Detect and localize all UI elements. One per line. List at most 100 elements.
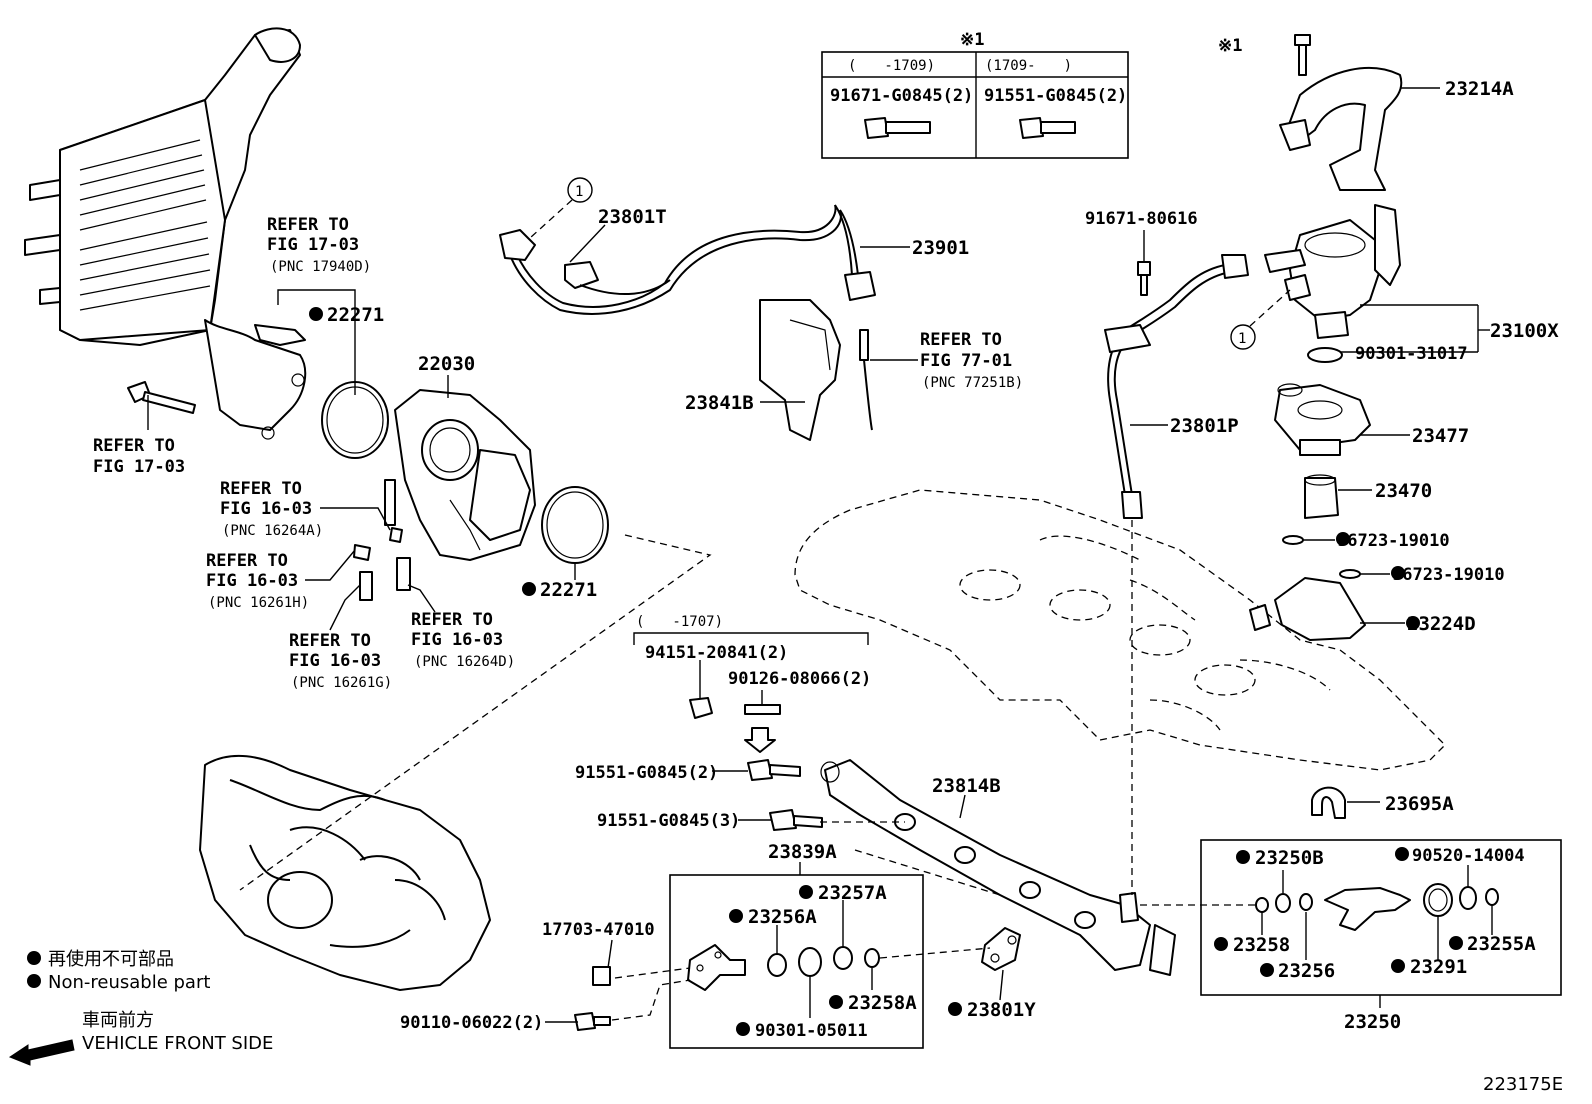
label-23250B: 23250B xyxy=(1255,847,1324,869)
gasket-23224D xyxy=(1274,577,1366,641)
front-jp: 車両前方 xyxy=(82,1010,154,1031)
label-23814B: 23814B xyxy=(932,775,1001,797)
svg-text:REFER TO: REFER TO xyxy=(206,551,288,571)
bracket-23841B xyxy=(759,299,873,441)
lifter-23470 xyxy=(1304,474,1339,519)
svg-text:REFER TO: REFER TO xyxy=(93,436,175,456)
legend-jp: 再使用不可部品 xyxy=(48,949,174,970)
label-23256: 23256 xyxy=(1278,960,1335,982)
svg-text:REFER TO: REFER TO xyxy=(920,330,1002,350)
svg-text:(PNC 77251B): (PNC 77251B) xyxy=(922,375,1023,391)
bolt-table xyxy=(821,51,1129,159)
clip-23695A xyxy=(1311,786,1346,819)
bolt-91551-2 xyxy=(747,759,801,781)
wire-harness-23801T-23901 xyxy=(499,204,876,315)
circle-1b-label: 1 xyxy=(1238,331,1246,347)
bolt-90110 xyxy=(574,1012,611,1031)
figure-id: 223175E xyxy=(1483,1074,1563,1095)
svg-text:REFER TO: REFER TO xyxy=(220,479,302,499)
hoses-16-03 xyxy=(353,479,411,601)
label-23214A: 23214A xyxy=(1445,78,1514,100)
bracket-23801Y xyxy=(981,927,1021,971)
label-90110-06022: 90110-06022(2) xyxy=(400,1013,543,1033)
non-reusable-bullets xyxy=(27,307,1463,1036)
svg-text:(PNC 17940D): (PNC 17940D) xyxy=(270,259,371,275)
table-header-1: ( -1709) xyxy=(848,58,935,74)
date-range-1707: ( -1707) xyxy=(636,614,723,630)
label-23257A: 23257A xyxy=(818,882,887,904)
label-90301-05011: 90301-05011 xyxy=(755,1021,868,1041)
label-94151: 94151-20841(2) xyxy=(645,643,788,663)
label-96723-19010-b: 96723-19010 xyxy=(1392,565,1505,585)
arrow-down-icon xyxy=(744,727,776,753)
label-23841B: 23841B xyxy=(685,392,754,414)
vehicle-front-arrow-icon xyxy=(8,1039,75,1066)
label-23256A: 23256A xyxy=(748,906,817,928)
refer-block-17940D: REFER TO FIG 17-03 (PNC 17940D) xyxy=(267,215,371,275)
legend-en: Non-reusable part xyxy=(48,972,210,993)
svg-text:FIG 16-03: FIG 16-03 xyxy=(206,571,298,591)
callout-circle-1 xyxy=(567,177,593,203)
footnote-mark-bracket: ※1 xyxy=(1218,36,1242,56)
label-23100X: 23100X xyxy=(1490,320,1559,342)
label-23901: 23901 xyxy=(912,237,969,259)
svg-text:(PNC 16261G): (PNC 16261G) xyxy=(291,675,392,691)
circle-1-label: 1 xyxy=(575,184,583,200)
front-en: VEHICLE FRONT SIDE xyxy=(82,1033,273,1054)
throttle-body-22030 xyxy=(394,389,536,561)
label-22271-lower: 22271 xyxy=(540,579,597,601)
label-91551-2: 91551-G0845(2) xyxy=(575,763,718,783)
pressure-sensor-23839A xyxy=(687,944,880,991)
bolt-17703 xyxy=(592,966,611,986)
refer-block-77251B: REFER TO FIG 77-01 (PNC 77251B) xyxy=(920,330,1023,391)
intake-manifold-outline xyxy=(199,754,491,991)
label-23258: 23258 xyxy=(1233,934,1290,956)
label-23258A: 23258A xyxy=(848,992,917,1014)
leader-lines xyxy=(147,87,1493,1023)
bolt-91551-3 xyxy=(769,809,823,831)
kit-box-23839A xyxy=(669,874,924,1049)
label-91551-3: 91551-G0845(3) xyxy=(597,811,740,831)
svg-text:FIG 17-03: FIG 17-03 xyxy=(267,235,359,255)
assembly-dashed-lines xyxy=(611,520,1255,1021)
o-ring-96723-a xyxy=(1282,535,1304,545)
label-23801P: 23801P xyxy=(1170,415,1239,437)
svg-text:REFER TO: REFER TO xyxy=(267,215,349,235)
label-22030: 22030 xyxy=(418,353,475,375)
bolt-refer-17-03 xyxy=(127,381,196,414)
refer-block-16264A: REFER TO FIG 16-03 (PNC 16264A) xyxy=(220,479,323,539)
label-91671-80616: 91671-80616 xyxy=(1085,209,1198,229)
label-23801T: 23801T xyxy=(598,206,667,228)
svg-text:REFER TO: REFER TO xyxy=(289,631,371,651)
table-part-1: 91671-G0845(2) xyxy=(830,86,973,106)
stud-90126 xyxy=(744,704,781,715)
o-ring-96723-b xyxy=(1339,569,1361,579)
label-23801Y: 23801Y xyxy=(967,999,1036,1021)
fuel-pipe-23801P xyxy=(1104,254,1249,519)
table-part-2: 91551-G0845(2) xyxy=(984,86,1127,106)
label-90520-14004: 90520-14004 xyxy=(1412,846,1525,866)
o-ring-90301-31017 xyxy=(1307,347,1343,363)
pump-lifter-23477 xyxy=(1274,383,1371,456)
leader-manifold xyxy=(239,534,712,891)
fuel-rail-23814B xyxy=(820,759,1176,976)
leader-circle-1b xyxy=(1249,289,1291,327)
svg-text:REFER TO: REFER TO xyxy=(411,610,493,630)
refer-block-16261H: REFER TO FIG 16-03 (PNC 16261H) xyxy=(206,551,309,611)
label-96723-19010-a: 96723-19010 xyxy=(1337,531,1450,551)
svg-text:(PNC 16261H): (PNC 16261H) xyxy=(208,595,309,611)
label-23291: 23291 xyxy=(1410,956,1467,978)
svg-text:FIG 16-03: FIG 16-03 xyxy=(220,499,312,519)
kit-box-23250 xyxy=(1200,839,1562,996)
svg-text:FIG 16-03: FIG 16-03 xyxy=(289,651,381,671)
label-90126: 90126-08066(2) xyxy=(728,669,871,689)
svg-text:FIG 17-03: FIG 17-03 xyxy=(93,457,185,477)
table-header-2: (1709- ) xyxy=(985,58,1072,74)
label-23695A: 23695A xyxy=(1385,793,1454,815)
callout-circle-1b xyxy=(1230,324,1256,350)
leader-circle-1 xyxy=(529,199,573,239)
injector-23250 xyxy=(1255,883,1499,931)
refer-block-16264D: REFER TO FIG 16-03 (PNC 16264D) xyxy=(411,610,515,670)
svg-text:(PNC 16264D): (PNC 16264D) xyxy=(414,654,515,670)
